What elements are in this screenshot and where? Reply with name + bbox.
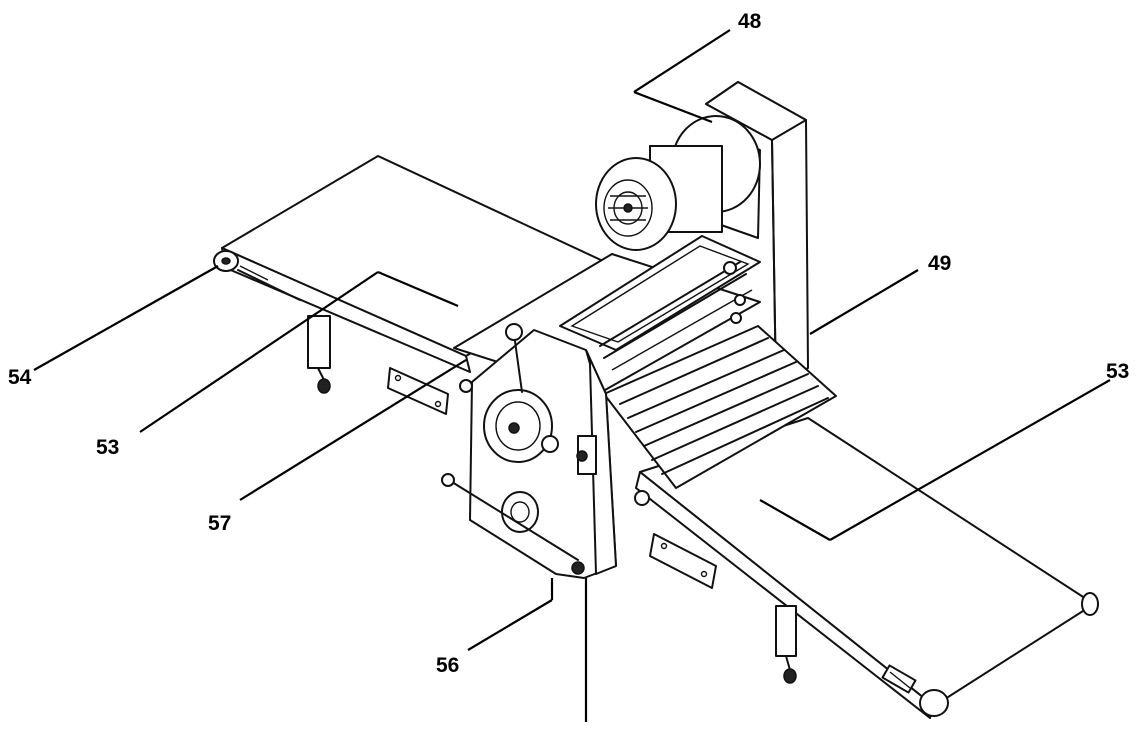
side-housing xyxy=(469,329,617,579)
callouts: 48 49 53 53 54 57 56 xyxy=(8,10,1129,677)
leader-lines xyxy=(33,29,1111,722)
callout-54: 54 xyxy=(8,366,32,389)
right-conveyor xyxy=(634,417,1099,719)
callout-56: 56 xyxy=(436,654,459,677)
motor xyxy=(595,115,761,251)
levers xyxy=(441,323,579,561)
front-tray xyxy=(603,325,837,489)
callout-48: 48 xyxy=(738,10,762,33)
callout-53-right: 53 xyxy=(1106,360,1129,383)
left-conveyor xyxy=(213,155,619,415)
callout-53-left: 53 xyxy=(96,436,119,459)
callout-49: 49 xyxy=(928,252,951,275)
callout-57: 57 xyxy=(208,512,231,535)
